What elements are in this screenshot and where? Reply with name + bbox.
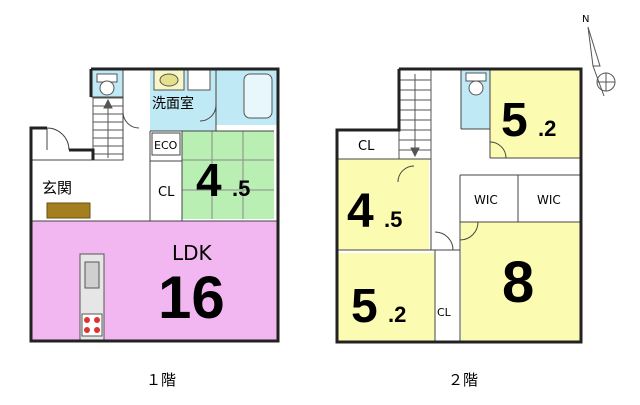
ldk-label: LDK (172, 241, 213, 265)
room-d-area (461, 222, 581, 342)
entrance-floor (46, 202, 91, 219)
closet-label-1f: CL (158, 185, 175, 200)
closet-label-2f-bottom: CL (437, 306, 452, 319)
floor-2-label: ２階 (448, 371, 478, 389)
compass: N (582, 14, 616, 97)
tatami-lines (182, 131, 274, 219)
room-b-size-dec: .5 (384, 207, 402, 232)
floor-1-plan: 洗面室 ECO CL 玄関 4 .5 LDK 16 １階 (29, 67, 280, 389)
room-b-area (337, 159, 429, 250)
stairs-2f (398, 68, 432, 160)
stairs-1f (92, 97, 124, 161)
outer-wall-2f (335, 67, 583, 344)
japanese-room-size-dec: .5 (232, 176, 250, 201)
wic-label-1: WIC (474, 193, 498, 207)
room-c-size-dec: .2 (388, 302, 406, 327)
ldk-size: 16 (158, 264, 225, 331)
doors-1f (46, 104, 217, 151)
closet-label-2f-top: CL (358, 139, 375, 154)
compass-arrow-icon (587, 26, 616, 97)
room-c-size-int: 5 (351, 280, 378, 333)
japanese-room-size-int: 4 (196, 154, 222, 206)
washing-machine-icon (187, 69, 211, 91)
japanese-room-area (182, 131, 274, 219)
outer-wall-1f (29, 67, 280, 343)
entrance-label: 玄関 (42, 179, 72, 197)
toilet-icon-2f (465, 72, 487, 96)
kitchen-counter (79, 253, 105, 341)
room-d-size: 8 (502, 250, 534, 315)
room-c-area (337, 253, 435, 342)
room-b-size-int: 4 (347, 185, 374, 238)
floor-1-label: １階 (146, 371, 176, 389)
eco-label: ECO (154, 139, 178, 152)
doors-2f (397, 141, 507, 251)
wic-label-2: WIC (537, 193, 561, 207)
toilet-icon-1f (96, 73, 118, 96)
bathtub-icon (243, 73, 273, 119)
partitions-2f (337, 69, 581, 342)
ldk-area (31, 221, 278, 341)
washroom-label: 洗面室 (152, 95, 194, 112)
room-a-size-dec: .2 (538, 116, 556, 141)
north-label: N (582, 14, 589, 25)
floor-2-plan: 5 .2 CL 4 .5 WIC WIC 5 .2 CL 8 ２階 (335, 67, 583, 389)
room-a-size-int: 5 (501, 94, 528, 147)
room-a-area (490, 69, 581, 158)
